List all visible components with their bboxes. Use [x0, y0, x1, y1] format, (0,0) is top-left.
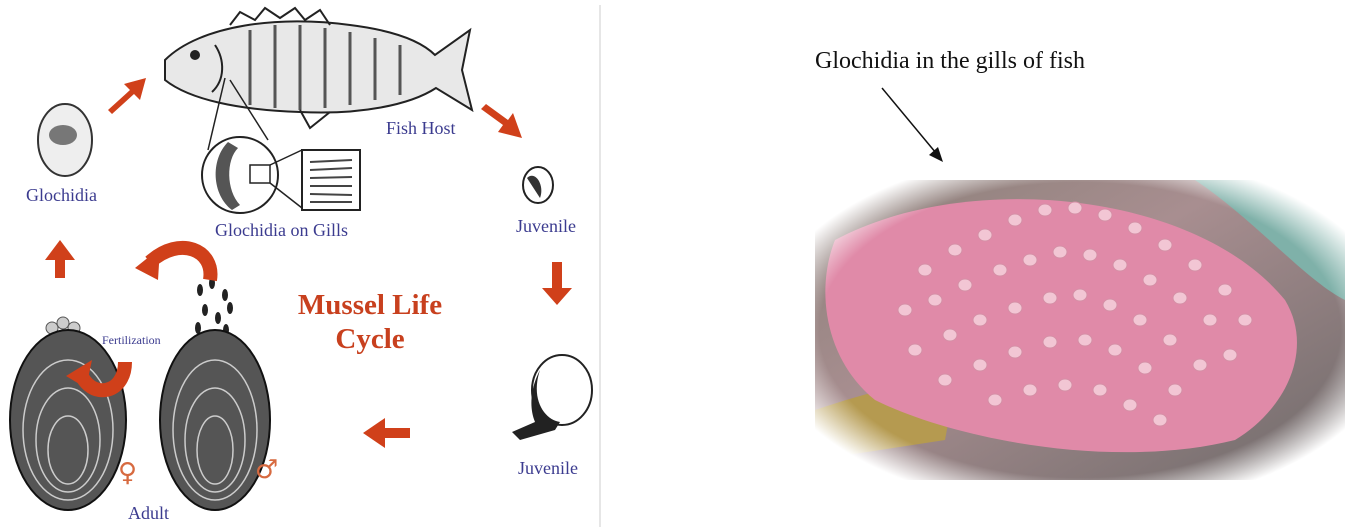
photo-caption: Glochidia in the gills of fish	[815, 48, 1085, 75]
male-symbol-icon: ♂	[255, 455, 278, 485]
female-symbol-icon: ♀	[118, 458, 137, 488]
life-cycle-drawing	[0, 0, 610, 527]
label-glochidia-on-gills: Glochidia on Gills	[215, 220, 348, 241]
label-fertilization: Fertilization	[102, 333, 161, 348]
juvenile-large-illustration	[512, 355, 592, 440]
label-juvenile-1: Juvenile	[516, 216, 576, 237]
title-line-2: Cycle	[280, 322, 460, 356]
label-glochidia: Glochidia	[26, 185, 97, 206]
adult-male-shell	[160, 330, 270, 510]
diagram-title: Mussel Life Cycle	[280, 288, 460, 356]
label-adult: Adult	[128, 503, 169, 524]
life-cycle-diagram: Fish Host Glochidia Glochidia on Gills J…	[0, 0, 610, 527]
gill-closeup	[202, 137, 360, 213]
title-line-1: Mussel Life	[280, 288, 460, 322]
juvenile-small-illustration	[523, 167, 553, 203]
adult-female-shell	[10, 330, 126, 510]
gill-photo-drawing	[815, 180, 1345, 480]
gill-photo	[815, 180, 1345, 480]
fish-illustration	[165, 8, 472, 128]
label-juvenile-2: Juvenile	[518, 458, 578, 479]
glochidia-illustration	[38, 104, 92, 176]
label-fish-host: Fish Host	[386, 118, 456, 139]
